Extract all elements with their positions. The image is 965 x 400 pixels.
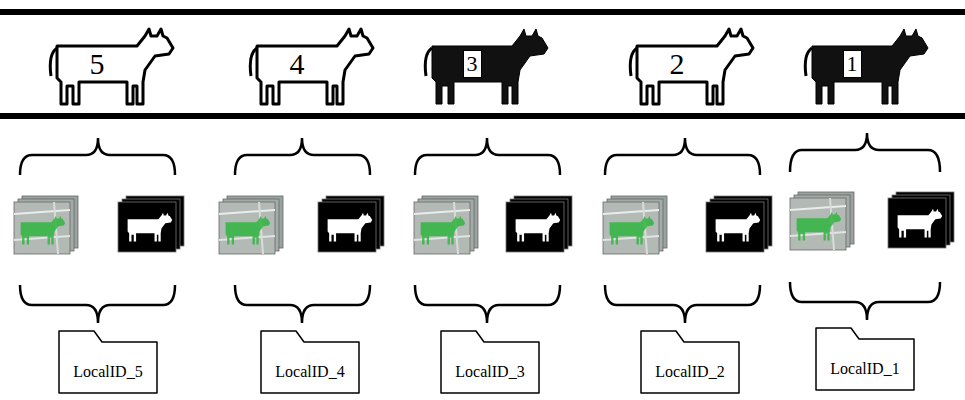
cow-icon: 2 — [625, 26, 755, 106]
top-rule — [0, 113, 965, 119]
brace — [605, 138, 760, 175]
cow-body — [57, 29, 173, 104]
image-stack — [14, 196, 78, 254]
folder-label: LocalID_1 — [830, 361, 899, 377]
cow-icon: 3 — [420, 26, 550, 106]
folder-shape — [441, 331, 539, 393]
brace — [415, 285, 560, 323]
brace — [235, 138, 370, 175]
folder-icon: LocalID_1 — [815, 327, 915, 391]
cow-number: 2 — [670, 49, 685, 79]
mask-stack — [888, 192, 954, 248]
brace — [20, 285, 175, 323]
image-stack — [219, 196, 283, 254]
brace — [20, 138, 175, 175]
folder-icon: LocalID_2 — [640, 330, 740, 394]
brace-group — [20, 133, 940, 323]
image-stack — [603, 196, 667, 254]
brace — [790, 282, 940, 320]
cow-icon: 4 — [245, 26, 375, 106]
brace — [790, 133, 940, 172]
folder-outline — [58, 330, 158, 394]
folder-label: LocalID_2 — [655, 364, 724, 380]
folder-shape — [641, 331, 739, 393]
folder-icon: LocalID_4 — [260, 330, 360, 394]
cow-outline — [245, 26, 375, 106]
cow-number: 4 — [290, 49, 305, 79]
mask-stack — [706, 196, 772, 252]
folder-shape — [816, 328, 914, 390]
cow-outline — [625, 26, 755, 106]
folder-icon: LocalID_5 — [58, 330, 158, 394]
folder-outline — [260, 330, 360, 394]
cow-outline — [45, 26, 175, 106]
cow-icon: 5 — [45, 26, 175, 106]
folder-outline — [815, 327, 915, 391]
cow-number: 1 — [843, 50, 862, 78]
brace — [605, 285, 760, 323]
mask-stack — [506, 196, 572, 252]
cow-outline — [420, 26, 550, 106]
cow-body — [257, 29, 373, 104]
folder-icon: LocalID_3 — [440, 330, 540, 394]
cow-body — [432, 29, 548, 104]
cow-tail — [805, 48, 812, 76]
mask-stack — [318, 196, 384, 252]
folder-label: LocalID_3 — [455, 364, 524, 380]
cow-body — [812, 29, 928, 104]
folder-outline — [640, 330, 740, 394]
top-rule — [0, 9, 965, 15]
cow-tail — [425, 48, 432, 76]
mask-stack — [118, 196, 184, 252]
cow-number: 3 — [463, 50, 482, 78]
cow-number: 5 — [90, 49, 105, 79]
brace — [235, 285, 370, 323]
image-stack — [414, 196, 478, 254]
folder-outline — [440, 330, 540, 394]
image-stack — [790, 192, 854, 250]
folder-label: LocalID_4 — [275, 364, 344, 380]
folder-shape — [59, 331, 157, 393]
cow-icon: 1 — [800, 26, 930, 106]
brace — [415, 138, 560, 175]
folder-shape — [261, 331, 359, 393]
cow-outline — [800, 26, 930, 106]
cow-body — [637, 29, 753, 104]
folder-label: LocalID_5 — [73, 364, 142, 380]
